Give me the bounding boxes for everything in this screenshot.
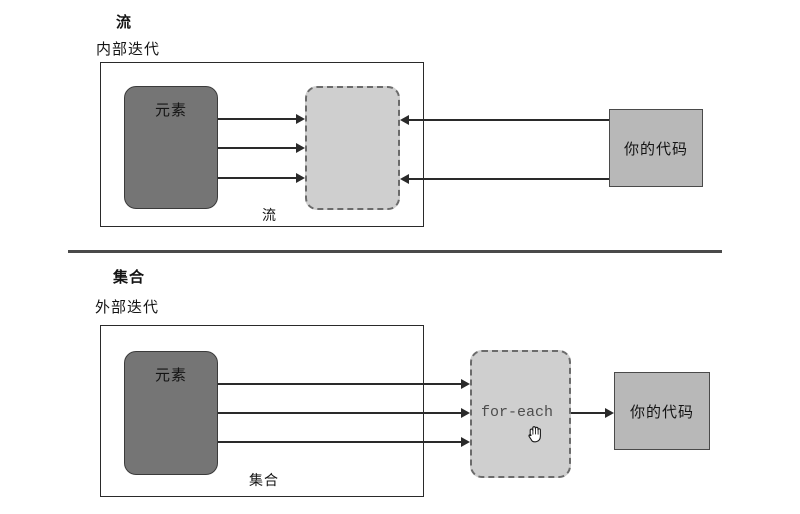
collection-arrow-1-line (218, 383, 461, 385)
stream-arrow-1-line (218, 118, 296, 120)
stream-arrow-3-line (218, 177, 296, 179)
collection-arrow-1-head (461, 379, 470, 389)
stream-your-code-label: 你的代码 (623, 140, 688, 158)
stream-feedback-arrow-1-head (400, 115, 409, 125)
collection-output-arrow-line (571, 412, 605, 414)
stream-feedback-arrow-2-head (400, 174, 409, 184)
collection-arrow-2-line (218, 412, 461, 414)
collection-output-arrow-head (605, 408, 614, 418)
collection-arrow-2-head (461, 408, 470, 418)
stream-arrow-2-head (296, 143, 305, 153)
stream-container-label: 流 (262, 207, 277, 223)
collection-your-code-box: 你的代码 (614, 372, 710, 450)
stream-element-box: 元素 (124, 86, 218, 209)
stream-arrow-3-head (296, 173, 305, 183)
collection-for-each-label: for-each (481, 404, 554, 421)
stream-arrow-1-head (296, 114, 305, 124)
stream-feedback-arrow-2-line (409, 178, 609, 180)
section-subheading-internal-iteration: 内部迭代 (96, 41, 161, 58)
section-subheading-external-iteration: 外部迭代 (95, 299, 160, 316)
collection-container-label: 集合 (249, 472, 279, 488)
stream-element-label: 元素 (154, 102, 187, 119)
section-heading-collection: 集合 (113, 269, 146, 286)
stream-feedback-arrow-1-line (409, 119, 609, 121)
collection-arrow-3-line (218, 441, 461, 443)
grab-hand-cursor-icon (524, 421, 550, 447)
stream-your-code-box: 你的代码 (609, 109, 703, 187)
stream-process-box (305, 86, 400, 210)
stream-arrow-2-line (218, 147, 296, 149)
collection-your-code-label: 你的代码 (629, 403, 694, 421)
section-heading-stream: 流 (116, 14, 133, 31)
collection-for-each-box (470, 350, 571, 478)
section-divider (68, 250, 722, 253)
collection-element-label: 元素 (154, 367, 187, 384)
collection-element-box: 元素 (124, 351, 218, 475)
collection-arrow-3-head (461, 437, 470, 447)
